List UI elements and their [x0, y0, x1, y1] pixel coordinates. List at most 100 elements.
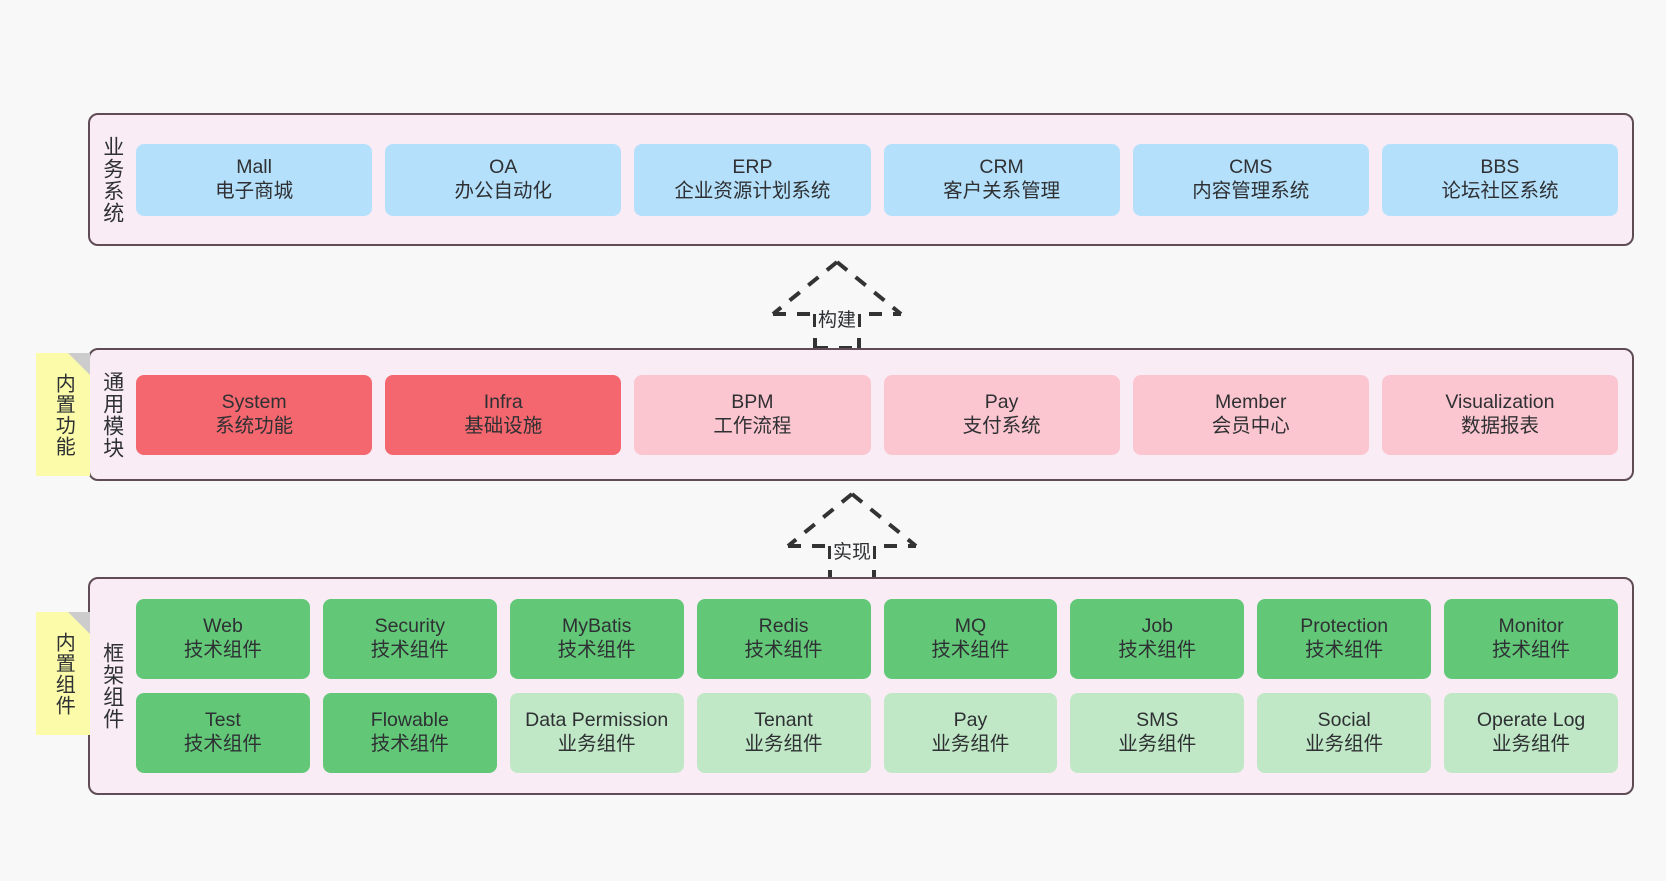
node-name-cn: 支付系统 [962, 414, 1041, 437]
node-name-en: System [221, 390, 287, 413]
layer-business-system-title: 业务系统 [100, 135, 124, 224]
node-name-cn: 业务组件 [1118, 733, 1197, 755]
node-name-cn: 企业资源计划系统 [674, 179, 831, 202]
node-name-cn: 技术组件 [557, 639, 636, 661]
node-name-cn: 技术组件 [370, 639, 449, 661]
node-name-en: MyBatis [562, 615, 632, 638]
node-name-en: Monitor [1498, 615, 1564, 638]
node-name-en: Social [1317, 709, 1371, 732]
node-name-en: OA [489, 155, 518, 178]
note-builtin-component-label: 内置组件 [52, 631, 75, 716]
node-name-cn: 业务组件 [744, 733, 823, 755]
node-name-en: CRM [979, 155, 1024, 178]
node-name-en: Data Permission [525, 709, 669, 732]
node-name-en: SMS [1136, 709, 1179, 732]
node-name-en: Flowable [370, 709, 449, 732]
node-name-cn: 工作流程 [713, 414, 792, 437]
layer-common-module-title: 通用模块 [100, 370, 124, 459]
node-name-en: ERP [732, 155, 773, 178]
node-name-cn: 业务组件 [1492, 733, 1571, 755]
node-name-cn: 技术组件 [183, 733, 262, 755]
node-name-cn: 内容管理系统 [1192, 179, 1310, 202]
node-name-cn: 技术组件 [1492, 639, 1571, 661]
node-name-en: Operate Log [1476, 709, 1586, 732]
layer-framework-component-title: 框架组件 [100, 642, 124, 730]
node-name-en: MQ [954, 615, 987, 638]
node-name-en: Protection [1300, 615, 1389, 638]
node-name-cn: 技术组件 [1305, 639, 1384, 661]
node-name-en: Test [205, 709, 241, 732]
connector-implement-label: 实现 [830, 537, 874, 564]
node-name-cn: 基础设施 [464, 414, 543, 437]
node-name-en: Pay [984, 390, 1019, 413]
node-name-cn: 客户关系管理 [943, 179, 1061, 202]
node-name-en: Mall [236, 155, 272, 178]
node-name-cn: 业务组件 [1305, 733, 1384, 755]
node-name-cn: 技术组件 [1118, 639, 1197, 661]
node-name-en: BPM [731, 390, 774, 413]
node-name-cn: 论坛社区系统 [1441, 179, 1559, 202]
node-name-en: Security [374, 615, 446, 638]
node-name-cn: 业务组件 [931, 733, 1010, 755]
node-name-en: Tenant [754, 709, 813, 732]
node-name-en: Job [1141, 615, 1174, 638]
node-name-cn: 数据报表 [1460, 414, 1539, 437]
note-builtin-component: 内置组件 [36, 612, 90, 735]
node-name-cn: 办公自动化 [454, 179, 553, 202]
node-name-cn: 技术组件 [370, 733, 449, 755]
node-name-en: Member [1215, 390, 1287, 413]
node-name-cn: 技术组件 [183, 639, 262, 661]
node-name-en: Infra [483, 390, 523, 413]
connector-implement: 实现 [772, 490, 932, 582]
node-name-cn: 系统功能 [215, 414, 294, 437]
node-name-en: CMS [1229, 155, 1273, 178]
node-name-en: Web [203, 615, 243, 638]
node-name-en: Pay [953, 709, 988, 732]
note-builtin-function: 内置功能 [36, 353, 90, 476]
node-name-cn: 电子商城 [215, 179, 294, 202]
node-name-en: Redis [758, 615, 809, 638]
node-name-cn: 技术组件 [744, 639, 823, 661]
node-name-en: BBS [1480, 155, 1520, 178]
node-name-cn: 会员中心 [1211, 414, 1290, 437]
note-builtin-function-label: 内置功能 [52, 372, 75, 457]
connector-build: 构建 [757, 258, 917, 350]
connector-build-label: 构建 [815, 305, 859, 332]
